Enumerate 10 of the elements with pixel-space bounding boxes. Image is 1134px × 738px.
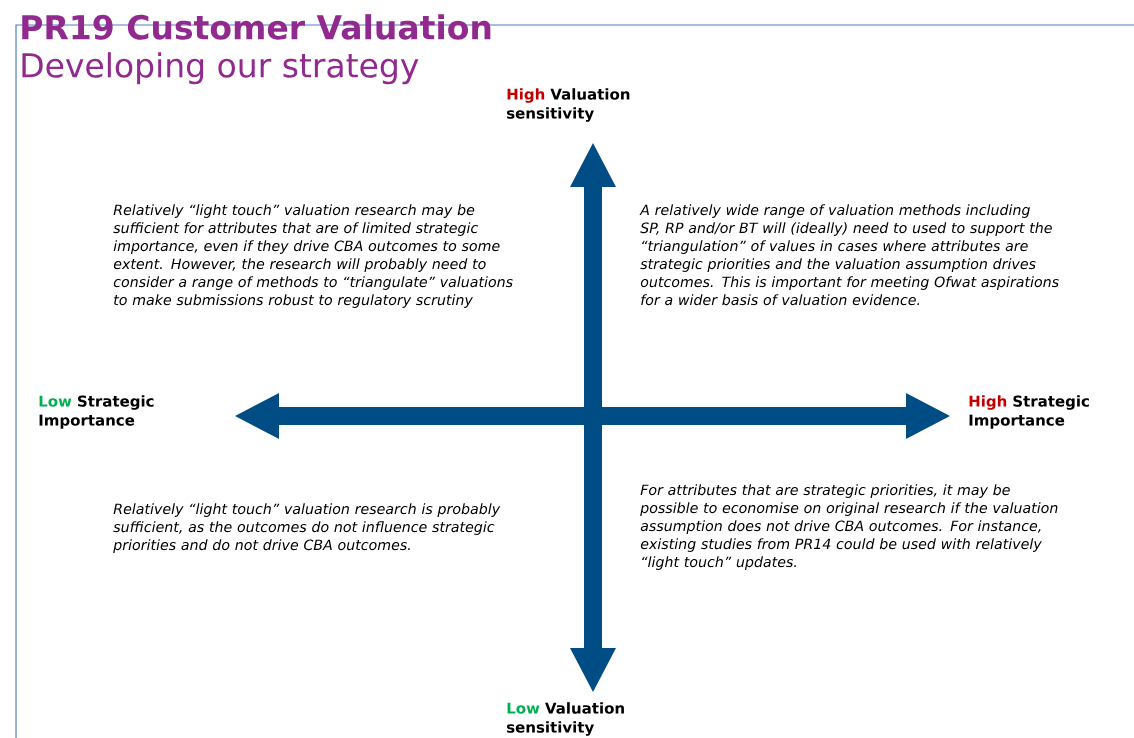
- axis-label: Low Strategic Importance: [39, 395, 154, 429]
- quadrant-text: For attributes that are strategic priorities, it may be possible to economise on original research if the valuation assumption does not drive CBA outcomes. For instance, existing studies from PR14 could be used with relatively “light touch” updates.: [640, 484, 1058, 570]
- axis-label: Low Valuation sensitivity: [507, 702, 624, 736]
- title: PR19 Customer Valuation: [22, 14, 491, 40]
- quadrant-text: Relatively “light touch” valuation research is probably sufficient, as the outcomes do not influence strategic priorities and do not drive CBA outcomes.: [113, 503, 501, 553]
- quadrant-text: A relatively wide range of valuation methods including SP, RP and/or BT will (ideally) need to used to support the “triangulation” of values in cases where attributes are strategic priorities and the valuation assumption drives outcomes. This is important for meeting Ofwat aspirations for a wider basis of valuation evidence.: [639, 204, 1059, 306]
- axis-label: High Valuation sensitivity: [507, 88, 630, 122]
- subtitle: Developing our strategy: [22, 52, 419, 85]
- axis-label: High Strategic Importance: [969, 395, 1089, 429]
- quadrant-text: Relatively “light touch” valuation research may be sufficient for attributes that are of limited strategic importance, even if they drive CBA outcomes to some extent. However, the research will probably need to consider a range of methods to “triangulate” valuations to make submissions robust to regulatory scrutiny: [113, 204, 513, 308]
